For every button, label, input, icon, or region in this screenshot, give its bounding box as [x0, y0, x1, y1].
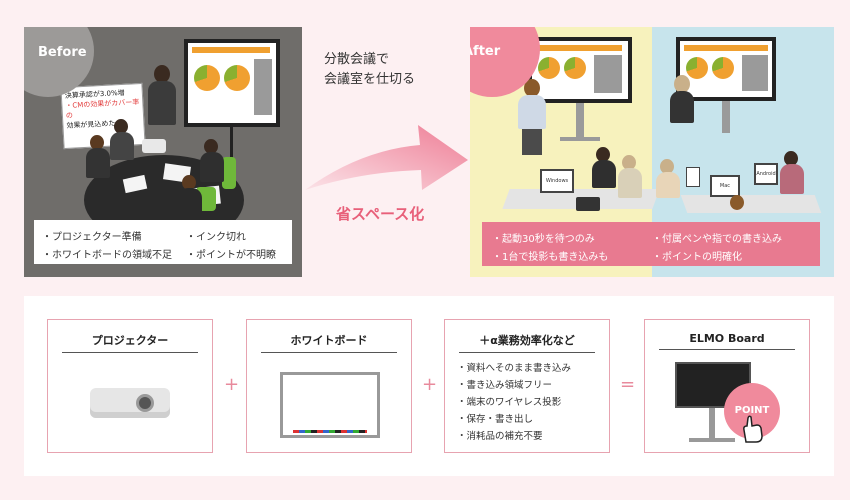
list-item: ・書き込み領域フリー	[457, 380, 553, 391]
card-title: ELMO Board	[659, 332, 795, 350]
after-note: ・ポイントの明確化	[652, 252, 742, 263]
tablet-ios	[576, 197, 600, 211]
card-title: ホワイトボード	[261, 332, 397, 353]
card-projector: プロジェクター	[47, 319, 213, 453]
transition-arrow-icon	[305, 125, 468, 190]
after-note: ・1台で投影も書き込みも	[492, 252, 609, 263]
projector-icon	[90, 380, 170, 420]
after-badge-label: After	[470, 44, 501, 59]
card-elmo-board: ELMO Board	[644, 319, 810, 453]
card-extras: ＋α業務効率化など ・資料へそのまま書き込み ・書き込み領域フリー ・端末のワイ…	[444, 319, 610, 453]
before-problems-list: ・プロジェクター準備 ・インク切れ ・ホワイトボードの領域不足 ・ポイントが不明…	[34, 220, 292, 264]
tablet-android: Android	[754, 163, 778, 185]
list-item: ・保存・書き出し	[457, 414, 534, 425]
before-note: ・ポイントが不明瞭	[186, 250, 276, 261]
middle-title-line: 会議室を仕切る	[324, 72, 416, 87]
list-item: ・端末のワイヤレス投影	[457, 397, 562, 408]
card-whiteboard: ホワイトボード	[246, 319, 412, 453]
space-saving-label: 省スペース化	[336, 205, 425, 223]
before-note: ・インク切れ	[186, 232, 246, 243]
middle-title: 分散会議で 会議室を仕切る	[324, 50, 415, 90]
before-badge-label: Before	[38, 45, 87, 60]
laptop-windows: Windows	[540, 169, 574, 193]
before-note: ・ホワイトボードの領域不足	[42, 250, 172, 261]
elmo-board-monitor	[528, 37, 632, 103]
card-title: プロジェクター	[62, 332, 198, 353]
after-note: ・付属ペンや指での書き込み	[652, 234, 782, 245]
list-item: ・資料へそのまま書き込み	[457, 363, 572, 374]
before-note: ・プロジェクター準備	[42, 232, 142, 243]
whiteboard-icon	[280, 372, 380, 438]
after-note: ・起動30秒を待つのみ	[492, 234, 595, 245]
plus-operator: +	[422, 374, 438, 395]
hand-pointer-icon	[743, 415, 763, 443]
plus-operator: +	[224, 374, 240, 395]
phone-ios	[686, 167, 700, 187]
projector-screen	[184, 39, 280, 127]
elmo-board-monitor	[676, 37, 776, 101]
after-benefits-list: ・起動30秒を待つのみ ・付属ペンや指での書き込み ・1台で投影も書き込みも ・…	[482, 222, 820, 266]
equals-operator: =	[620, 374, 636, 395]
middle-title-line: 分散会議で	[324, 52, 390, 67]
projector-device	[142, 139, 166, 153]
card-title: ＋α業務効率化など	[459, 332, 595, 353]
laptop-mac: Mac	[710, 175, 740, 197]
comparison-section: プロジェクター + ホワイトボード + ＋α業務効率化など ・資料へそのまま書き…	[24, 296, 834, 476]
before-illustration: 決算承認が3.0%増 ・CMの効果がカバー率の 効果が見込めた。 ・プロジェクタ…	[24, 27, 302, 277]
point-badge: POINT	[724, 383, 780, 439]
list-item: ・消耗品の補充不要	[457, 431, 543, 442]
